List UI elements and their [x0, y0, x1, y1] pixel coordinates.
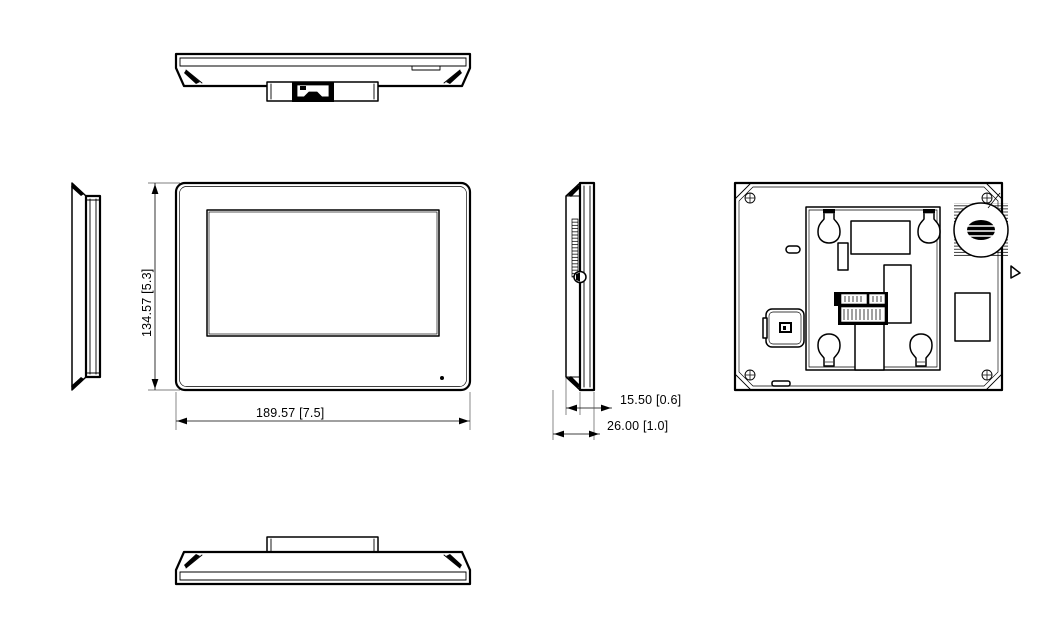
dimension-height-label: 134.57 [5.3]: [140, 269, 154, 337]
front-view: [174, 181, 472, 392]
dimension-depth-front: 15.50 [0.6]: [565, 378, 681, 415]
dimension-width: 189.57 [7.5]: [175, 392, 471, 430]
dimension-depth-front-label: 15.50 [0.6]: [620, 393, 681, 407]
card-slot-module: [762, 308, 805, 348]
wall-mount-keyhole: [817, 209, 841, 244]
speaker-grille: [953, 192, 1009, 258]
corner-screw: [981, 192, 993, 204]
right-side-view: [565, 181, 596, 392]
top-connector-notch: [292, 82, 334, 102]
left-side-view: [71, 182, 102, 391]
dimension-depth-total-label: 26.00 [1.0]: [607, 419, 668, 433]
wall-mount-keyhole: [917, 209, 941, 244]
hanger-slot: [785, 245, 801, 254]
corner-screw: [744, 369, 756, 381]
side-button: [573, 270, 587, 284]
top-view: [174, 52, 472, 102]
bottom-view: [174, 536, 472, 586]
dimension-depth-total: 26.00 [1.0]: [552, 390, 668, 440]
corner-screw: [981, 369, 993, 381]
sd-card-icon: [779, 322, 792, 333]
side-release-tab: [1010, 265, 1021, 279]
indicator-led: [440, 376, 444, 380]
dimension-height: 134.57 [5.3]: [140, 182, 180, 391]
dimension-width-label: 189.57 [7.5]: [256, 406, 324, 420]
wall-mount-keyhole: [909, 333, 933, 367]
bottom-release-tab: [771, 380, 791, 387]
rear-view: [733, 181, 1021, 392]
vent-slot: [571, 218, 579, 278]
wall-mount-keyhole: [817, 333, 841, 367]
corner-screw: [744, 192, 756, 204]
terminal-block: [834, 292, 888, 325]
display-screen: [206, 209, 440, 337]
